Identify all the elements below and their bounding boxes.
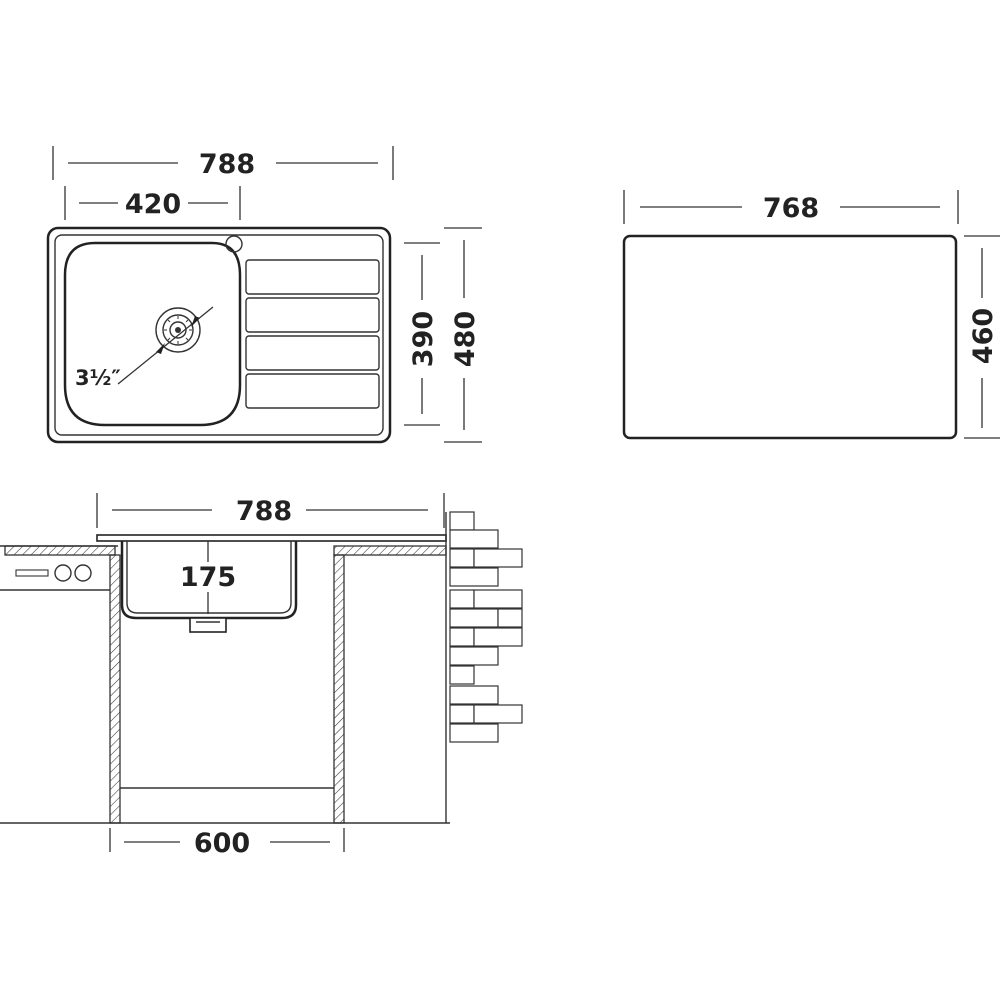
dim-label: 600 <box>194 828 250 859</box>
sink-top-view: 3½″ <box>46 226 392 444</box>
dim-cabinet-width: 600 <box>109 828 345 859</box>
dim-label: 788 <box>199 149 255 180</box>
dim-bowl-width: 420 <box>64 186 241 220</box>
dim-label: 768 <box>763 193 819 224</box>
countertop-right <box>333 545 447 556</box>
dim-label: 460 <box>968 308 999 364</box>
drainboard-rib <box>245 259 380 295</box>
dim-cutout-depth: 460 <box>964 235 1000 439</box>
drawer-handle <box>15 569 49 577</box>
dim-label: 480 <box>450 311 481 367</box>
countertop-left <box>4 545 116 556</box>
section-view <box>0 511 523 824</box>
dim-top-overall-width: 788 <box>52 146 394 180</box>
cutout-view <box>622 234 958 440</box>
drainboard-rib <box>245 335 380 371</box>
bowl-outline <box>63 241 242 427</box>
cabinet-wall-right <box>333 554 345 824</box>
knob-icon <box>74 564 92 582</box>
knob-icon <box>54 564 72 582</box>
dim-label: 420 <box>125 189 181 220</box>
brick-wall <box>449 511 523 743</box>
drainboard-rib <box>245 373 380 409</box>
arrow-icon <box>191 316 200 327</box>
drainboard-rib <box>245 297 380 333</box>
sink-outer-rim <box>46 226 392 444</box>
faucet-hole <box>225 235 243 253</box>
dim-top-overall-depth: 480 <box>444 227 482 443</box>
cutout-outline <box>622 234 958 440</box>
cabinet-wall-left <box>109 554 121 824</box>
arrow-icon <box>156 343 165 354</box>
dim-section-overall-width: 788 <box>96 493 445 528</box>
drain-size-label: 3½″ <box>75 366 121 390</box>
drain-outlet <box>189 617 227 633</box>
dim-section-bowl-depth: 175 <box>180 541 236 614</box>
dim-label: 175 <box>180 562 236 593</box>
drain-strainer <box>155 307 201 353</box>
sink-inner-rim <box>54 234 384 436</box>
dim-bowl-depth: 390 <box>404 242 440 426</box>
dim-label: 390 <box>408 311 439 367</box>
sink-rim-section <box>96 534 447 542</box>
bowl-profile-inner <box>126 541 292 614</box>
dim-cutout-width: 768 <box>623 190 959 224</box>
dim-label: 788 <box>236 496 292 527</box>
